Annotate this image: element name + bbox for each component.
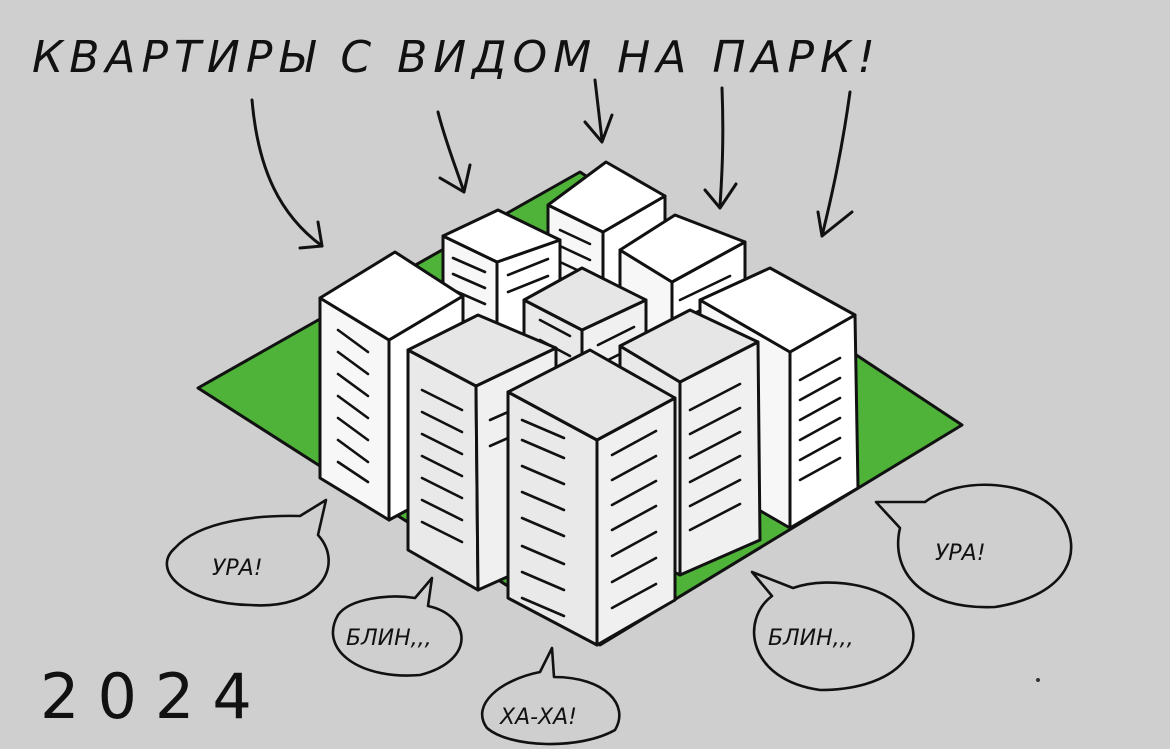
bubble-text: УРА!	[935, 541, 986, 566]
speech-bubble-right-blin: БЛИН,,,	[750, 570, 915, 692]
year-label: 2024	[40, 660, 270, 733]
arrow-icon	[436, 110, 472, 194]
arrow-icon	[250, 98, 324, 250]
arrow-icon	[583, 78, 614, 144]
stray-dot	[1036, 678, 1040, 682]
arrow-icon	[816, 90, 854, 238]
arrows	[250, 78, 854, 250]
speech-bubble-right-ura: УРА!	[874, 483, 1073, 609]
title-text: КВАРТИРЫ С ВИДОМ НА ПАРК!	[32, 32, 881, 83]
bubble-text: БЛИН,,,	[346, 626, 432, 651]
bubble-text: ХА-ХА!	[499, 705, 577, 730]
speech-bubble-left-blin: БЛИН,,,	[331, 576, 463, 677]
speech-bubble-bottom-haha: ХА-ХА!	[480, 646, 621, 746]
arrow-icon	[703, 86, 738, 210]
bubble-text: УРА!	[212, 556, 263, 581]
speech-bubble-left-ura: УРА!	[165, 498, 330, 607]
bubble-text: БЛИН,,,	[768, 626, 854, 651]
building-front	[506, 348, 677, 647]
